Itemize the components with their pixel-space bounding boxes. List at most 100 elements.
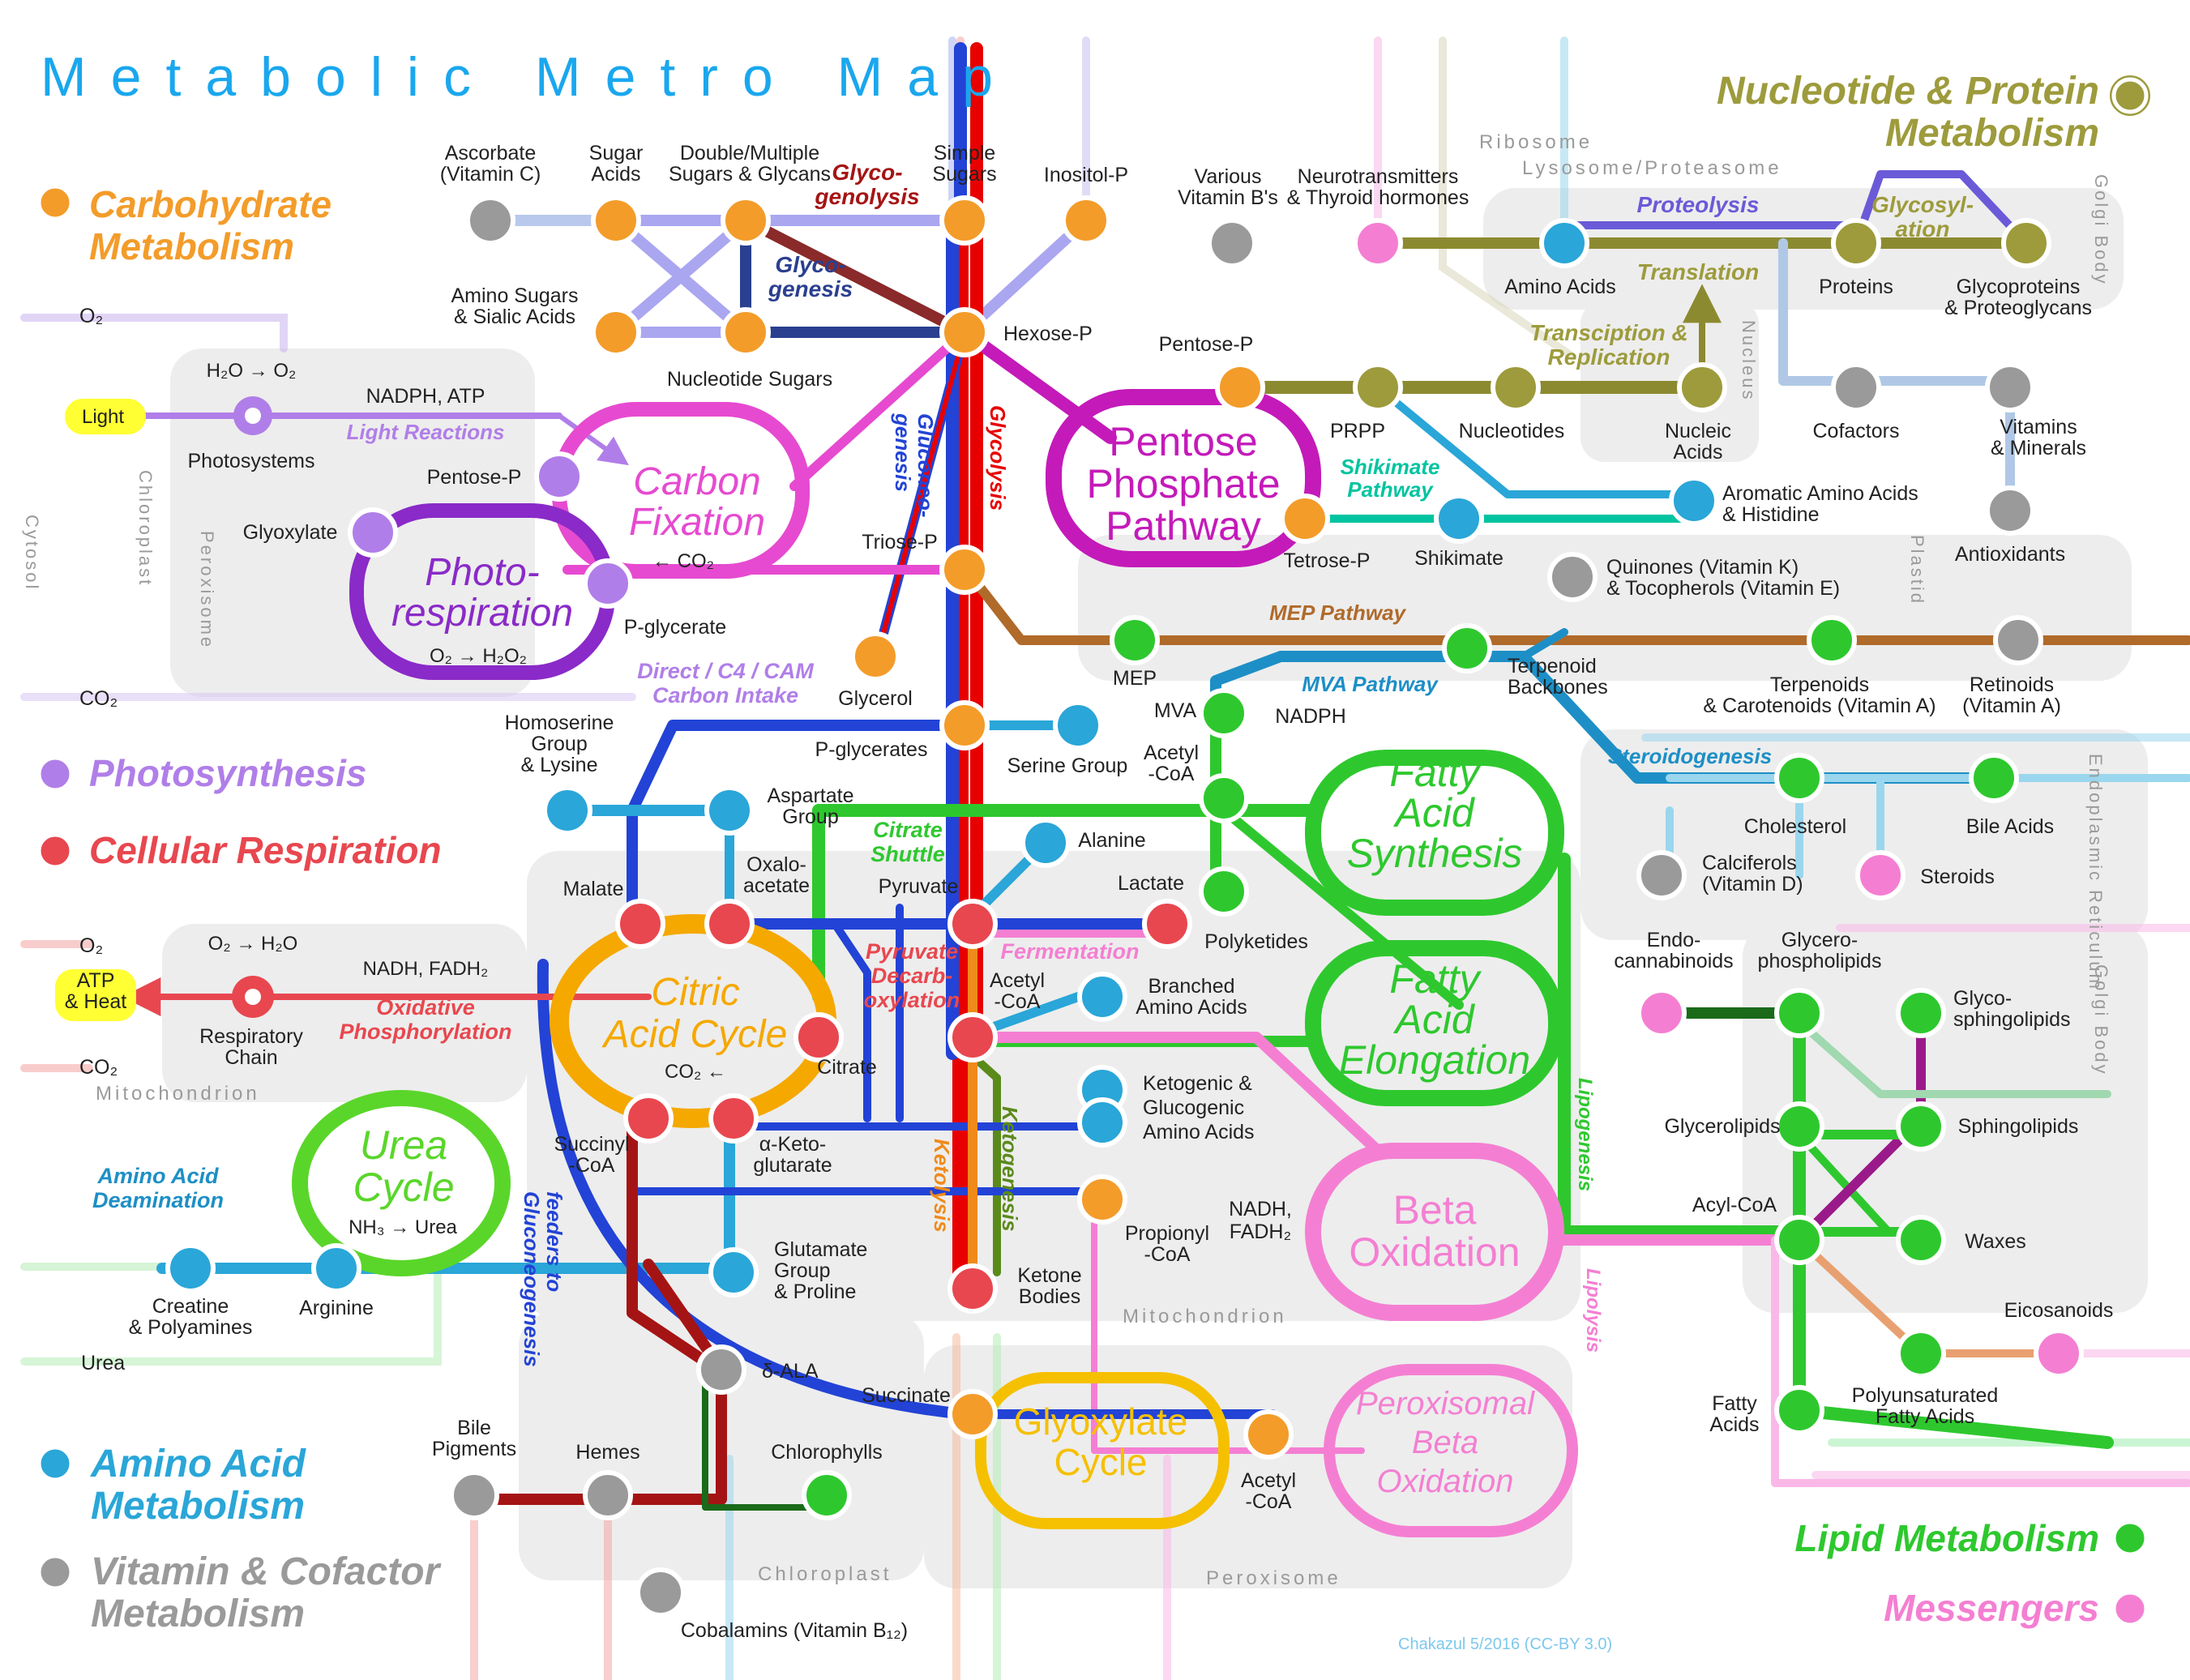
station-amino-acids	[1539, 218, 1589, 268]
station-glycerophospholipids	[1774, 988, 1824, 1038]
station-inositol-p	[1061, 195, 1111, 246]
station-bile-pigments	[449, 1470, 499, 1520]
label-glycosylation: Glycosyl-ation	[1871, 192, 1974, 242]
station-mep	[1110, 615, 1160, 665]
label-urea-out: Urea	[81, 1352, 125, 1374]
station-creatine	[165, 1243, 216, 1293]
station-branched	[1077, 972, 1127, 1022]
label-arginine: Arginine	[299, 1297, 374, 1319]
label-succinyl-coa: Succinyl-CoA	[554, 1133, 629, 1177]
station-glycerol	[850, 631, 900, 682]
label-mep-pathway: MEP Pathway	[1269, 601, 1407, 625]
legend-lipid: Lipid Metabolism	[1794, 1517, 2099, 1559]
label-eicosanoids: Eicosanoids	[2004, 1299, 2114, 1322]
label-citrate: Citrate	[817, 1056, 877, 1079]
label-propionyl: Propionyl-CoA	[1125, 1222, 1209, 1266]
label-p-glycerates: P-glycerates	[815, 738, 928, 761]
station-lactate	[1142, 899, 1192, 949]
label-oxaloacetate: Oxalo-acetate	[743, 853, 810, 897]
label-dala: δ-ALA	[762, 1360, 819, 1383]
label-feeders: feeders toGluconeogenesis	[520, 1191, 567, 1367]
station-acetyl-coa-tca	[947, 1012, 998, 1062]
label-lipolysis: Lipolysis	[1582, 1268, 1604, 1353]
label-polyketides: Polyketides	[1204, 930, 1308, 953]
station-pyruvate	[947, 899, 998, 949]
station-amino-sugars	[591, 307, 641, 357]
label-ketogenesis: Ketogenesis	[998, 1106, 1022, 1232]
station-glutamate	[708, 1247, 759, 1297]
station-sugar-acids	[591, 195, 641, 246]
station-serine-group	[1053, 700, 1103, 750]
station-antioxidants	[1985, 485, 2035, 536]
station-acetyl-coa-fas	[1199, 773, 1249, 823]
station-double-sugars	[721, 195, 771, 246]
label-chlorophylls: Chlorophylls	[771, 1441, 883, 1464]
label-chloroplast-top: Chloroplast	[135, 470, 156, 587]
station-proteins	[1831, 218, 1881, 268]
label-serine-group: Serine Group	[1007, 755, 1128, 777]
station-acetyl-coa-glyox	[1243, 1409, 1294, 1460]
label-cofactors: Cofactors	[1813, 420, 1900, 442]
station-hexose-p	[939, 307, 990, 357]
label-retinoids: Retinoids(Vitamin A)	[1962, 673, 2061, 717]
label-triose-p: Triose-P	[862, 531, 938, 554]
station-glycoproteins	[2001, 218, 2051, 268]
label-lipogenesis: Lipogenesis	[1574, 1078, 1596, 1191]
label-mep: MEP	[1113, 667, 1157, 690]
label-nadph-mva: NADPH	[1275, 705, 1346, 728]
label-acyl-coa: Acyl-CoA	[1692, 1194, 1777, 1216]
station-steroids	[1855, 850, 1906, 900]
station-acyl-coa	[1774, 1215, 1824, 1265]
label-hemes: Hemes	[575, 1441, 639, 1464]
station-pufa	[1896, 1328, 1946, 1379]
legend-photosynthesis: Photosynthesis	[89, 752, 367, 794]
label-glycerol: Glycerol	[838, 687, 913, 710]
station-bile-acids	[1969, 753, 2019, 803]
legend-amino-icon	[36, 1445, 74, 1482]
label-o2-h2o: O₂ → H₂O	[208, 933, 298, 955]
station-nucleic-acids	[1677, 362, 1727, 413]
legend-nucleotide-icon	[2111, 77, 2149, 114]
glyoxylate-loop	[975, 1372, 1230, 1529]
label-mitochondrion-left: Mitochondrion	[96, 1083, 260, 1105]
label-pyruvate: Pyruvate	[879, 875, 959, 898]
label-shikimate: Shikimate	[1414, 547, 1503, 570]
station-waxes	[1896, 1215, 1946, 1265]
label-o2-left: O₂	[79, 934, 103, 957]
legend-photosynthesis-icon	[36, 755, 74, 793]
label-neurotransmitters: Neurotransmitters& Thyroid hormones	[1287, 165, 1469, 209]
station-succinate	[947, 1389, 998, 1439]
label-fermentation: Fermentation	[1000, 939, 1139, 964]
legend-vitamin-icon	[36, 1554, 74, 1591]
station-calciferols	[1636, 850, 1687, 900]
atp-heat-pill	[55, 969, 136, 1021]
station-aspartate	[704, 785, 755, 836]
label-p-glycerate: P-glycerate	[624, 616, 726, 639]
station-simple-sugars	[939, 195, 990, 246]
label-o2-top: O₂	[79, 305, 103, 327]
station-layer	[165, 71, 2155, 1618]
label-mva: MVA	[1154, 699, 1197, 722]
station-p-glycerates	[939, 700, 990, 750]
station-shikimate	[1434, 494, 1484, 544]
